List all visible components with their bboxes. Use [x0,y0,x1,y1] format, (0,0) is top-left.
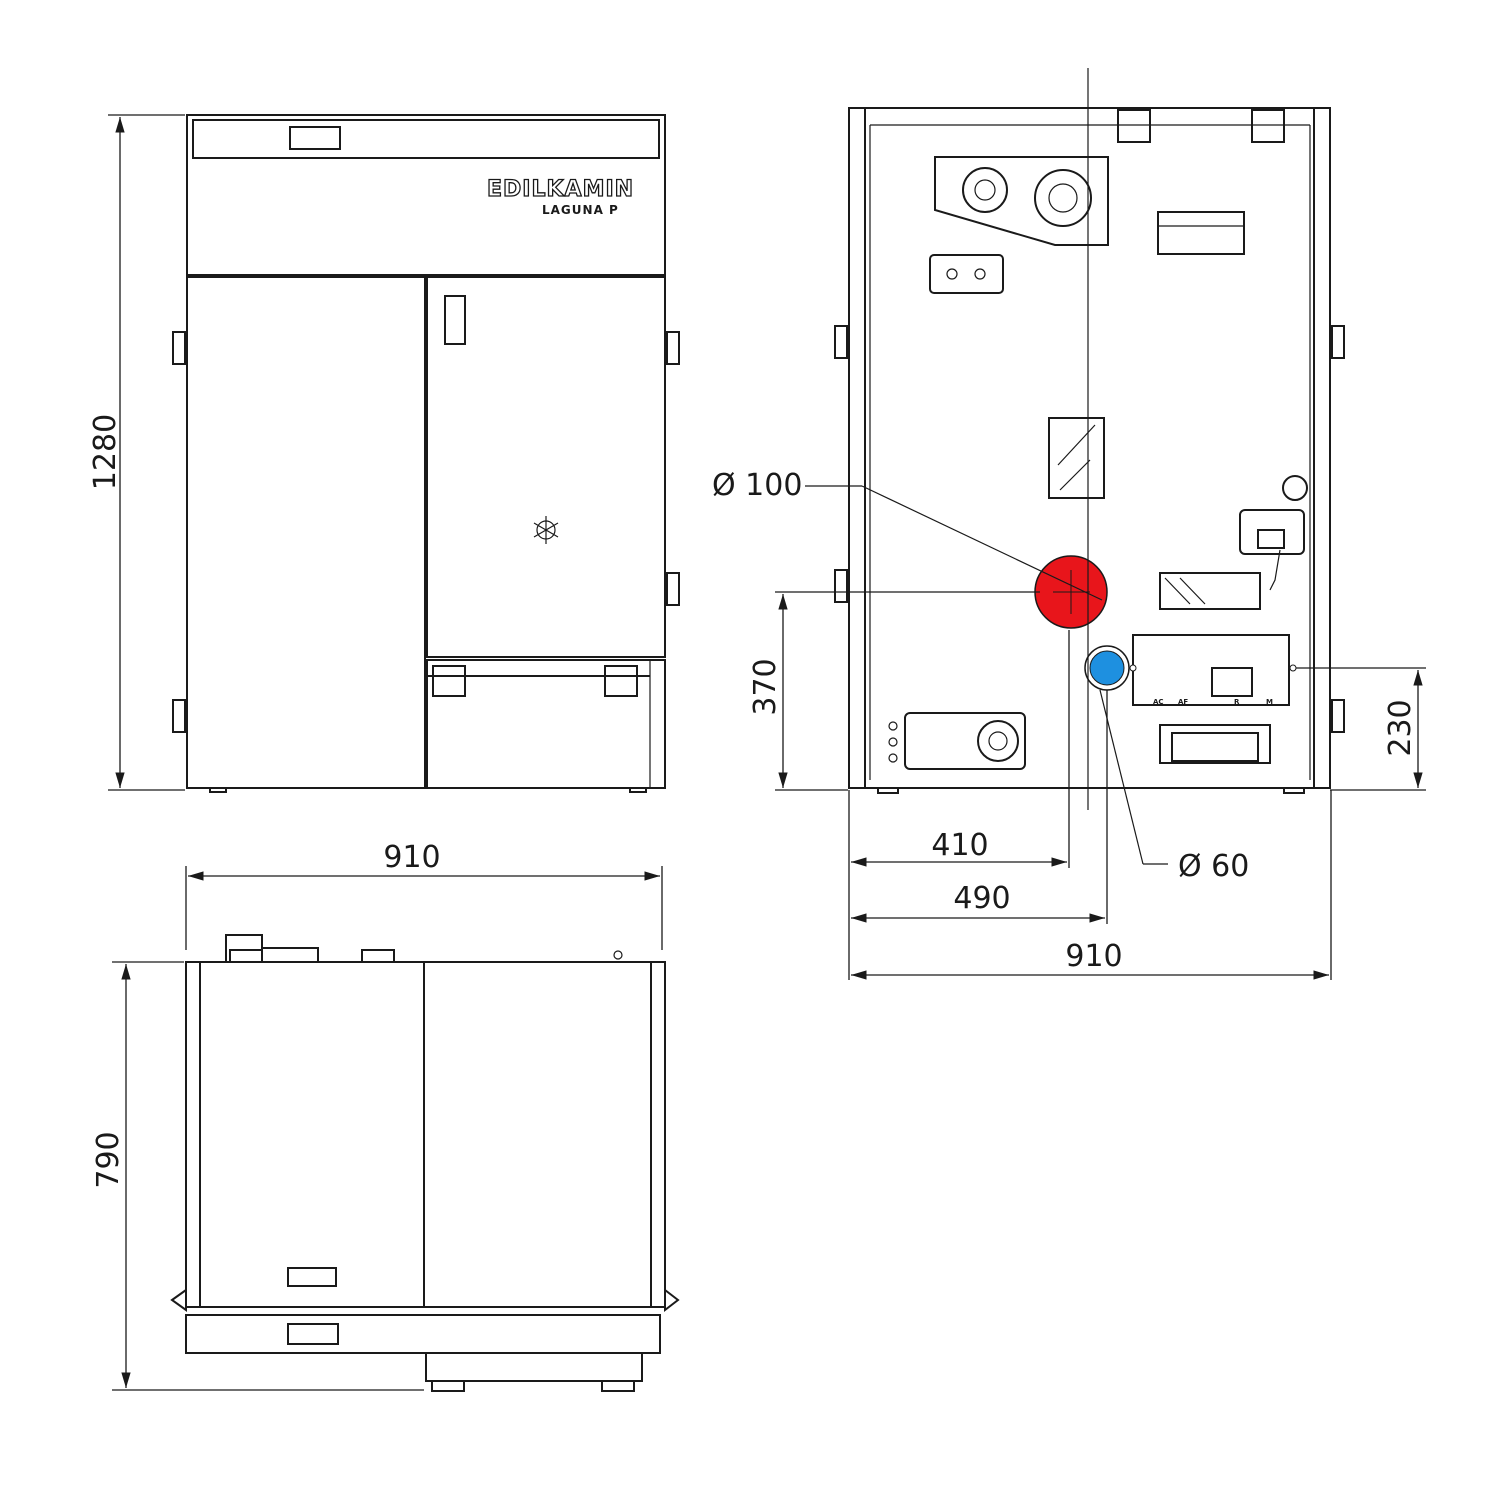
callout-water-inlet-label: Ø 60 [1178,849,1249,884]
dim-smoke-outlet-height-label: 370 [748,658,783,715]
dim-width-top: 910 [185,840,663,950]
door-handle [444,295,466,345]
brand-logo: EDILKAMIN LAGUNA P [486,176,634,217]
dim-water-inlet-height: 230 [1296,667,1426,791]
dim-depth-label: 790 [91,1131,126,1188]
dim-width-rear-label: 910 [1065,939,1122,974]
dim-width-top-label: 910 [383,840,440,875]
dim-smoke-outlet-x-label: 410 [931,828,988,863]
fan-icon [962,167,1092,227]
right-door [426,276,666,658]
dim-smoke-outlet-height: 370 [748,591,1040,791]
pressure-gauge-icon [1282,475,1308,501]
brand-name: EDILKAMIN [487,177,634,202]
label-m: M [1266,698,1273,706]
dim-depth: 790 [91,961,424,1391]
dim-water-inlet-height-label: 230 [1383,699,1418,756]
rear-view: AC AF R M [834,107,1345,794]
model-name: LAGUNA P [542,203,619,217]
dim-height-label: 1280 [88,414,123,490]
callout-smoke-outlet: Ø 100 [712,468,1103,601]
front-view: EDILKAMIN LAGUNA P [172,114,680,793]
callout-smoke-outlet-label: Ø 100 [712,468,802,503]
label-af: AF [1178,698,1188,706]
label-ac: AC [1153,698,1164,706]
snowflake-icon [533,516,559,544]
dim-water-inlet-x-label: 490 [953,881,1010,916]
label-r: R [1234,698,1240,706]
left-door [186,276,426,789]
water-inlet [1089,650,1125,686]
dim-height: 1280 [88,114,185,791]
top-view [170,934,680,1392]
dim-rear-horizontal: 410 490 910 [848,630,1332,980]
